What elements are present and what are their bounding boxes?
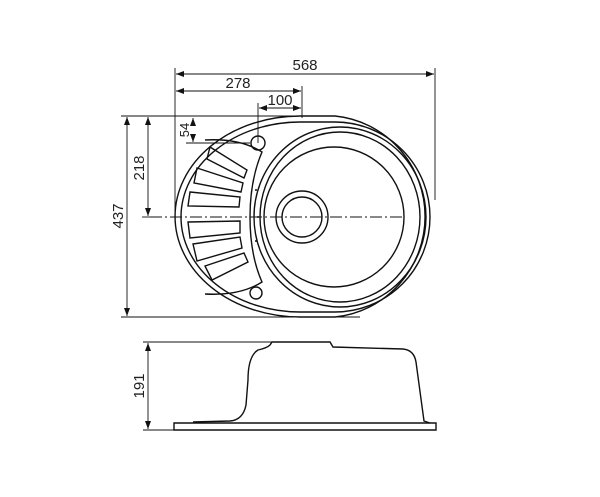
dimension-218: 218 <box>131 117 155 218</box>
dimension-100: 100 <box>257 92 301 143</box>
sink-top-view <box>150 115 431 318</box>
dimension-54-label: 54 <box>177 123 192 137</box>
marker-dot <box>255 240 257 242</box>
dimension-218-label: 218 <box>131 155 148 180</box>
inner-rim <box>180 121 431 313</box>
bowl <box>263 146 405 288</box>
tap-hole-bottom <box>249 286 263 300</box>
drainer-grooves <box>187 145 249 281</box>
dimension-568: 568 <box>174 57 436 216</box>
marker-dot <box>255 189 257 191</box>
base-plate <box>173 422 437 431</box>
dimension-437-label: 437 <box>110 203 127 228</box>
dimension-191-label: 191 <box>131 373 148 398</box>
dimension-568-label: 568 <box>292 57 317 74</box>
sink-side-view: 191 <box>131 341 437 431</box>
dimension-278: 278 <box>176 75 303 118</box>
bowl-profile <box>192 341 431 424</box>
tap-hole-top <box>250 135 266 151</box>
dimension-100-label: 100 <box>267 92 292 109</box>
dimension-278-label: 278 <box>225 75 250 92</box>
